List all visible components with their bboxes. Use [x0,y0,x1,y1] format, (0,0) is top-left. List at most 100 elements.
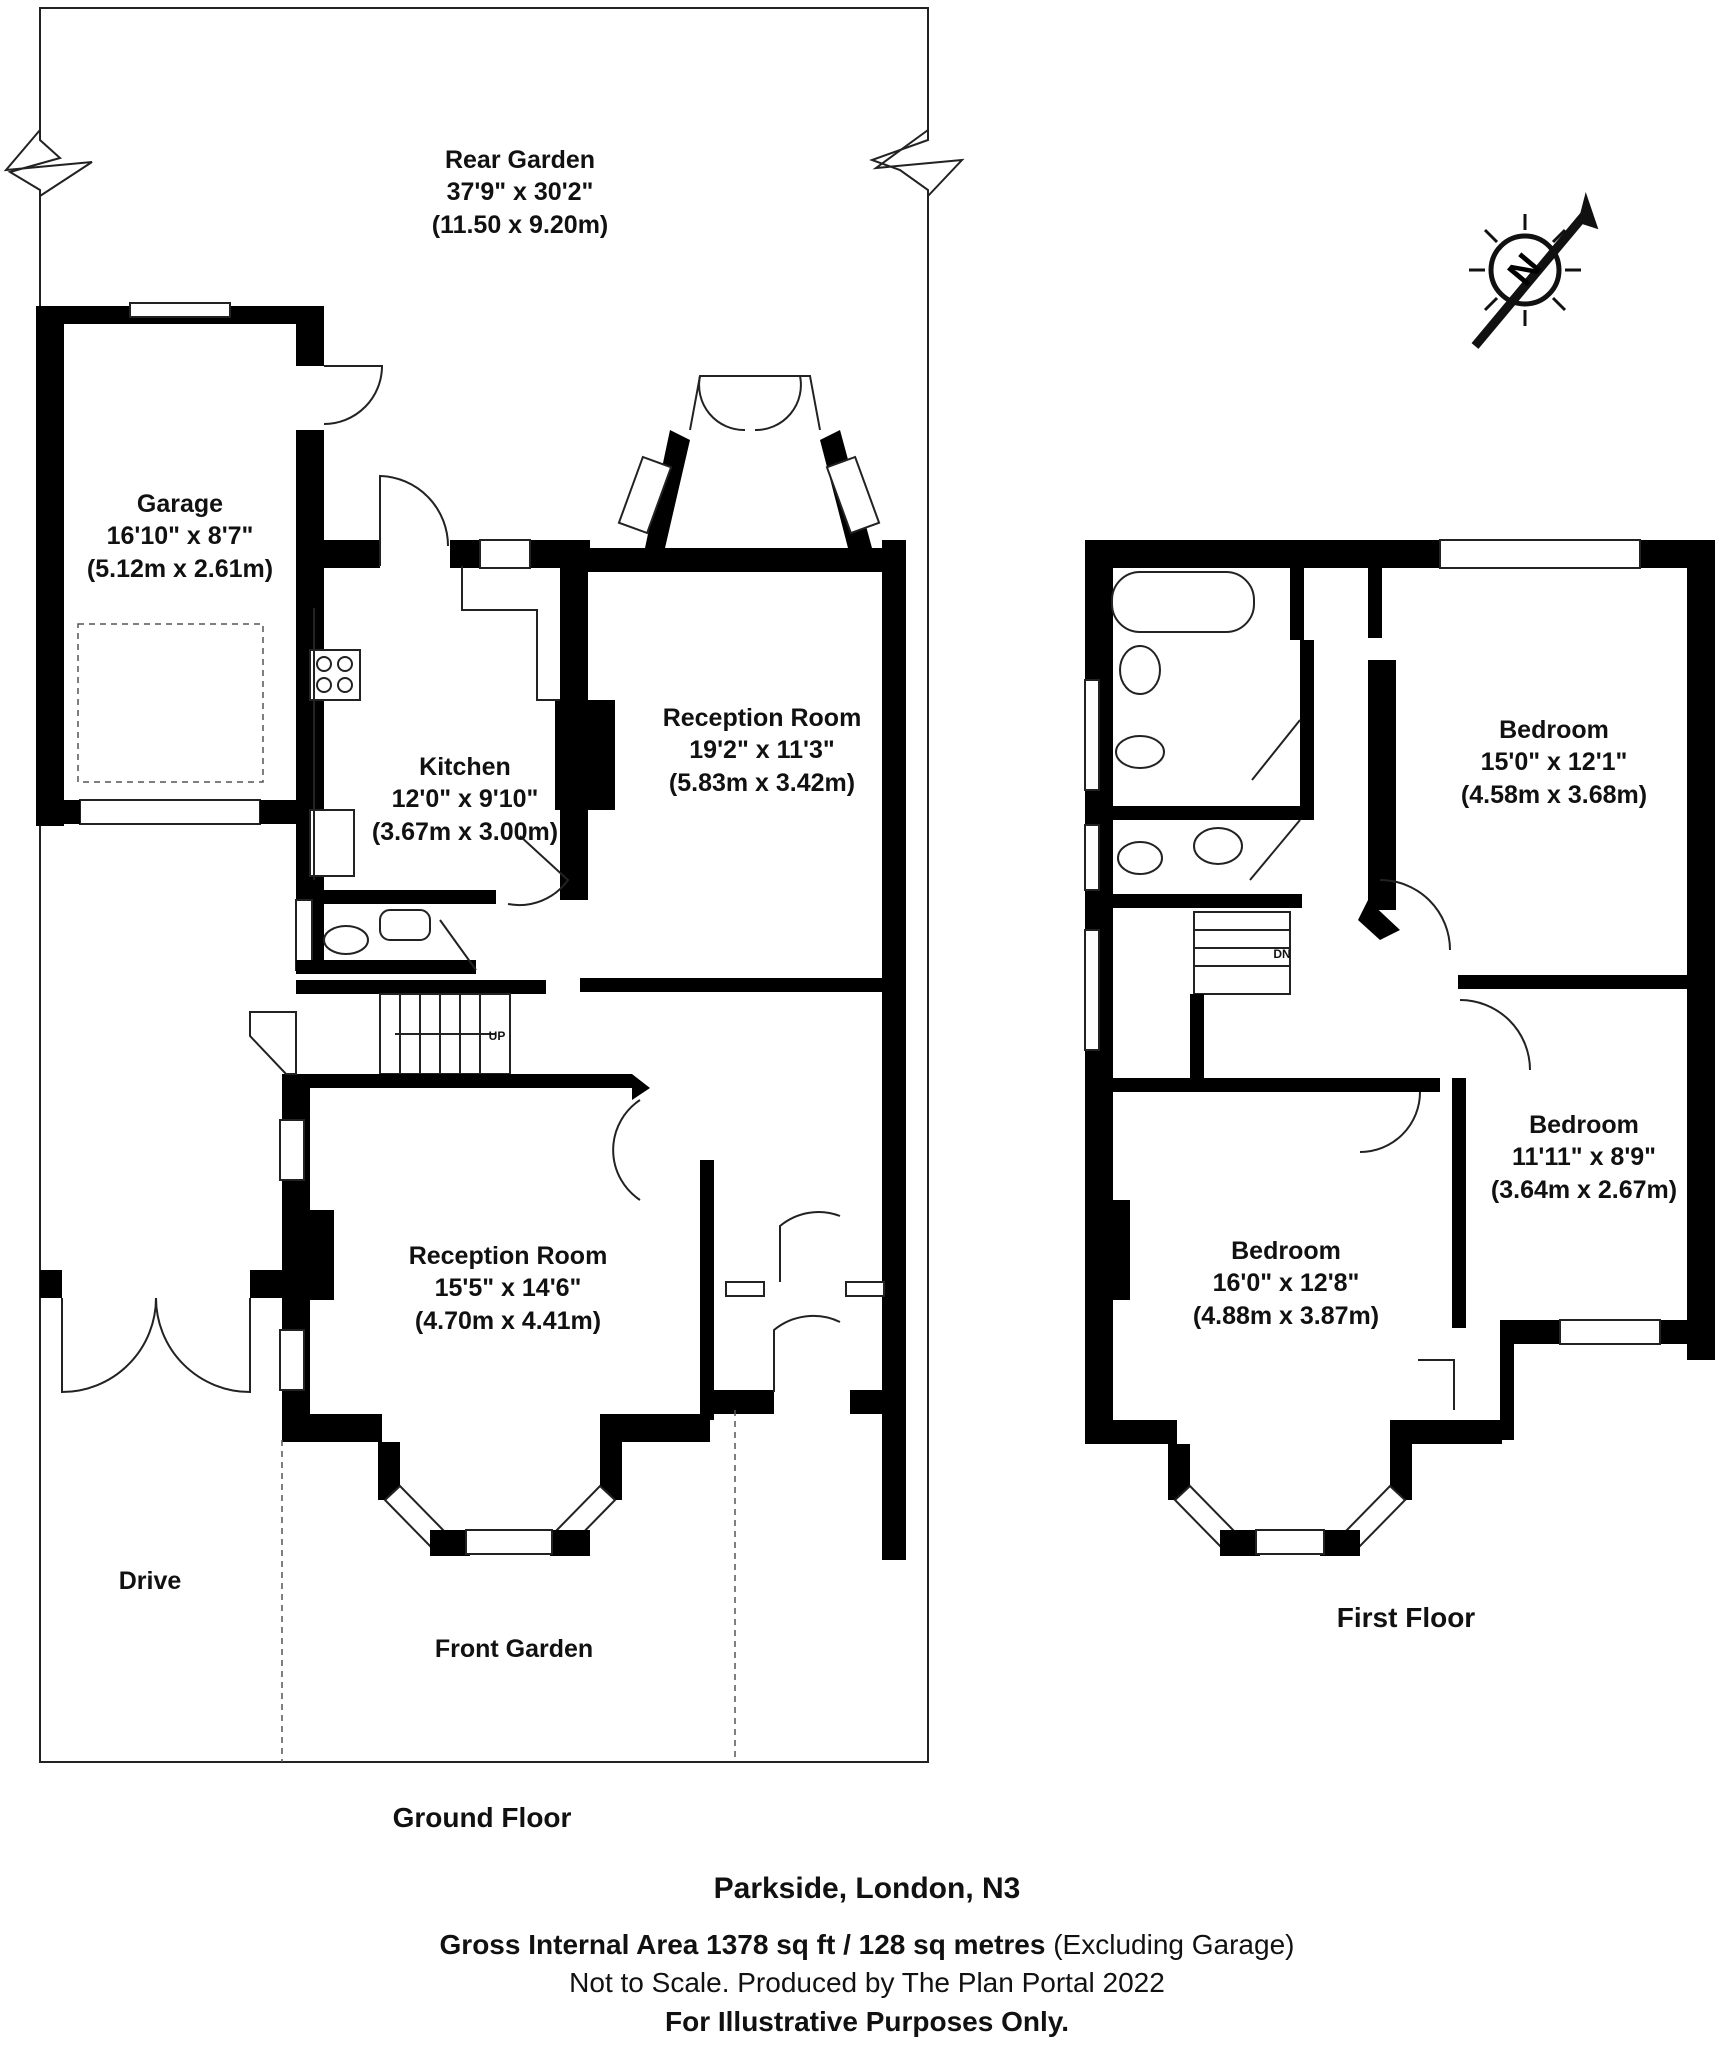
ff-wc-window [1084,824,1100,891]
french-doors-swing [698,375,802,432]
reception-rear-wall-bottom [580,978,906,992]
ground-floor-label: Ground Floor [393,1802,572,1833]
front-door-swing [773,1314,841,1392]
bedroom-rear-metric: (4.58m x 3.68m) [1461,781,1647,809]
front-wall-left [282,1414,382,1442]
ff-rear-window [1439,539,1641,569]
garage-inspection-pit [77,623,264,783]
hob-icon [309,649,361,701]
bay-window-right [825,455,881,535]
ff-chimney-front [1100,1200,1130,1300]
ff-wall-right [1687,540,1715,1360]
kitchen-window [479,539,531,569]
north-compass-icon: N [1469,192,1599,349]
bedroom-small-metric: (3.64m x 2.67m) [1491,1176,1677,1204]
rear-garden-imperial: 37'9" x 30'2" [447,178,594,206]
gross-area: Gross Internal Area 1378 sq ft / 128 sq … [439,1929,1046,1960]
kitchen-name: Kitchen [419,753,511,781]
site-boundary [7,7,929,1763]
hall-cupboard [249,1011,297,1075]
reception-rear-metric: (5.83m x 3.42m) [669,769,855,797]
garage-name: Garage [137,490,223,518]
garage-metric: (5.12m x 2.61m) [87,555,273,583]
landing-window [1084,929,1100,1051]
reception-rear-wall-top [585,548,905,572]
bay-window-left [617,455,673,535]
ff-cupboard-wall [1500,1320,1514,1440]
ff-front-wall-left [1085,1420,1177,1444]
bedroom-front-imperial: 16'0" x 12'8" [1213,1269,1360,1297]
plan-credit: Not to Scale. Produced by The Plan Porta… [569,1967,1165,1998]
carport-pier-right [250,1270,290,1298]
porch-window-right [845,1281,885,1297]
porch-front-wall-right [850,1390,906,1414]
ff-wall-corner [1358,900,1400,940]
sink-icon [309,809,355,877]
stair-label-dn: DN [1273,947,1290,961]
kitchen-metric: (3.67m x 3.00m) [372,818,558,846]
ff-bay-window-centre [1255,1529,1325,1555]
ff-stairs [1193,911,1291,995]
bath-toilet-icon [1115,735,1165,769]
bath-icon [1111,571,1255,633]
reception-front-name: Reception Room [409,1242,608,1270]
bay-wall-left [645,430,690,548]
reception-front-metric: (4.70m x 4.41m) [415,1307,601,1335]
bedroom-front-metric: (4.88m x 3.87m) [1193,1302,1379,1330]
bath-basin-icon [1119,645,1161,695]
bay-front-corner-right [550,1530,590,1556]
side-window-1 [279,1119,305,1181]
bedroom-front-name: Bedroom [1231,1237,1341,1265]
side-window-2 [279,1329,305,1391]
garage-front-wall-left [40,800,80,824]
bedroom-small-imperial: 11'11" x 8'9" [1512,1143,1656,1171]
small-bedroom-wall-left [1452,1078,1466,1328]
garage-rear-door-swing [323,365,384,425]
ff-wall-between-bedrooms [1458,975,1715,989]
ff-bay-pier-right [1390,1444,1412,1500]
reception-rear-name: Reception Room [663,704,862,732]
ff-cupboard-rear-wall [1368,568,1382,638]
small-bedroom-door-swing [1459,999,1531,1071]
bath-wall [1300,640,1314,820]
bay-front-pier-right [600,1442,622,1500]
wc-toilet-icon [323,925,369,955]
bay-front-window-centre [465,1529,553,1555]
wc-door-swing [439,919,477,971]
ff-bay-pier-left [1168,1444,1190,1500]
first-floor-plan: DN [1084,539,1715,1556]
garage-door [79,799,261,825]
porch-front-wall-left [714,1390,774,1414]
hob-ring-4 [337,677,353,693]
hob-ring-1 [316,656,332,672]
bay-outline [689,375,821,431]
kitchen-imperial: 12'0" x 9'10" [392,785,539,813]
inner-porch-door-swing [779,1211,841,1282]
stair-label-up: UP [489,1029,506,1043]
bedroom-rear-imperial: 15'0" x 12'1" [1481,748,1628,776]
ff-bay-corner-left [1220,1530,1260,1556]
wc-basin-icon [379,909,431,941]
gross-area-note: (Excluding Garage) [1053,1929,1295,1960]
hob-ring-2 [337,656,353,672]
garage-imperial: 16'10" x 8'7" [107,522,254,550]
ff-wc-wall-top [1112,806,1302,820]
room-labels: Rear Garden 37'9" x 30'2" (11.50 x 9.20m… [87,146,1677,1833]
carport-doors-swing [61,1297,251,1394]
garage-wall-right-top [296,306,324,366]
drive-name: Drive [119,1567,182,1595]
rear-bedroom-door-swing [1379,879,1451,951]
front-wall-right [600,1414,710,1442]
bay-front-corner-left [430,1530,470,1556]
garage-window [129,302,231,318]
bath-window [1084,679,1100,791]
boundary-break-right [872,129,965,197]
wc-wall-bottom [296,960,476,974]
front-reception-door-swing [612,1099,641,1201]
front-bedroom-wall-top [1100,1078,1440,1092]
porch-window-left [725,1281,765,1297]
hall-wall [296,980,546,994]
front-garden-name: Front Garden [435,1635,593,1663]
stair-wall [1190,994,1204,1079]
